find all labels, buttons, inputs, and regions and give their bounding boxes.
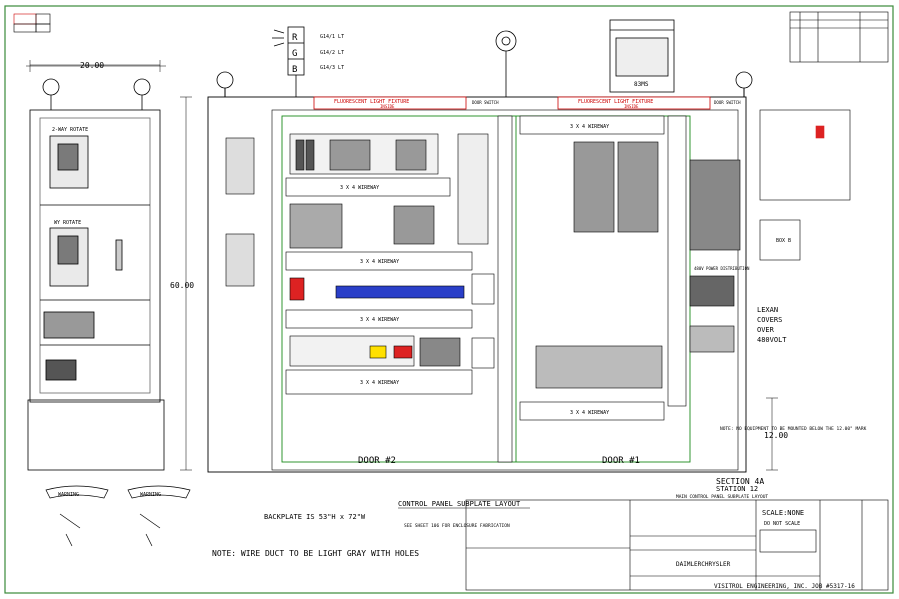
dimension-width [29,60,161,72]
door-switch-left: DOOR SWITCH [472,100,499,105]
stack-light-r: R [292,33,298,43]
subplate-title: CONTROL PANEL SUBPLATE LAYOUT [398,500,521,508]
stack-light-label-2: G14/2 LT [320,50,344,56]
wireway-label-4: 3 X 4 WIREWAY [360,380,399,386]
main-panel-frame [207,71,753,473]
wireway-label-2: 3 X 4 WIREWAY [360,259,399,265]
stack-light-label-1: G14/1 LT [320,34,344,40]
horn [495,30,517,97]
scale-label: SCALE:NONE [762,509,804,517]
wireway-labels: 3 X 4 WIREWAY 3 X 4 WIREWAY 3 X 4 WIREWA… [340,124,609,416]
fluorescent-fixtures [313,96,711,110]
fixture-label-left: FLUORESCENT LIGHT FIXTURE [334,99,409,105]
warning-label-left: WARNING [58,492,79,498]
title-block [465,499,889,591]
footer-label: VISITROL ENGINEERING, INC. JOB #5317-16 [714,583,855,590]
wireway-label-3: 3 X 4 WIREWAY [360,317,399,323]
warning-labels [45,485,191,547]
dimension-width-label: 20.00 [80,61,104,70]
fixture-sub-right: INSIDE [624,104,639,109]
do-not-scale-label: DO NOT SCALE [764,521,800,527]
section-line-2: STATION 12 [716,485,758,493]
lexan-line-3: OVER [757,326,775,334]
door-2-label: DOOR #2 [358,456,396,466]
lexan-line-2: COVERS [757,316,782,324]
stack-light-label-3: G14/3 LT [320,65,344,71]
dimension-low-label: 12.00 [764,431,788,440]
top-left-tag [13,13,51,33]
see-sheet-note: SEE SHEET 106 FOR ENCLOSURE FABRICATION [404,523,510,529]
wireway-label-6: 3 X 4 WIREWAY [570,410,609,416]
stack-light [272,26,305,97]
side-cabinet [26,65,166,471]
door-1-label: DOOR #1 [602,456,640,466]
lexan-line-4: 480VOLT [757,336,787,344]
dimension-height [180,96,778,471]
cabinet-label-rotate-top: 2-WAY ROTATE [52,127,88,133]
stack-light-g: G [292,49,297,59]
section-line-3: MAIN CONTROL PANEL SUBPLATE LAYOUT [676,494,768,500]
backplate-note: BACKPLATE IS 53"H x 72"W [264,513,366,521]
company-name: DAIMLERCHRYSLER [676,561,731,568]
main-note: NOTE: WIRE DUCT TO BE LIGHT GRAY WITH HO… [212,549,419,558]
fixture-sub-left: INSIDE [380,104,395,109]
stack-light-b: B [292,65,297,75]
door-2-devices [225,133,495,369]
warning-label-right: WARNING [140,492,161,498]
wireways [285,115,687,463]
door-1-devices [535,109,851,389]
power-distribution-label: 480V POWER DISTRIBUTION [694,266,750,271]
lexan-line-1: LEXAN [757,306,778,314]
wireway-label-1: 3 X 4 WIREWAY [340,185,379,191]
hvac-unit [609,19,675,93]
box-b-label: BOX B [776,238,791,244]
section-line-1: SECTION 4A [716,477,764,486]
revision-block [789,11,889,63]
fixture-label-right: FLUORESCENT LIGHT FIXTURE [578,99,653,105]
door-switch-right: DOOR SWITCH [714,100,741,105]
hvac-label: 83MS [634,81,649,88]
wireway-label-5: 3 X 4 WIREWAY [570,124,609,130]
note-below-12: NOTE: NO EQUIPMENT TO BE MOUNTED BELOW T… [720,426,867,432]
lexan-note: LEXAN COVERS OVER 480VOLT [757,306,787,344]
dimension-height-label: 60.00 [170,281,194,290]
cabinet-label-rotate-mid: WY ROTATE [54,220,81,226]
